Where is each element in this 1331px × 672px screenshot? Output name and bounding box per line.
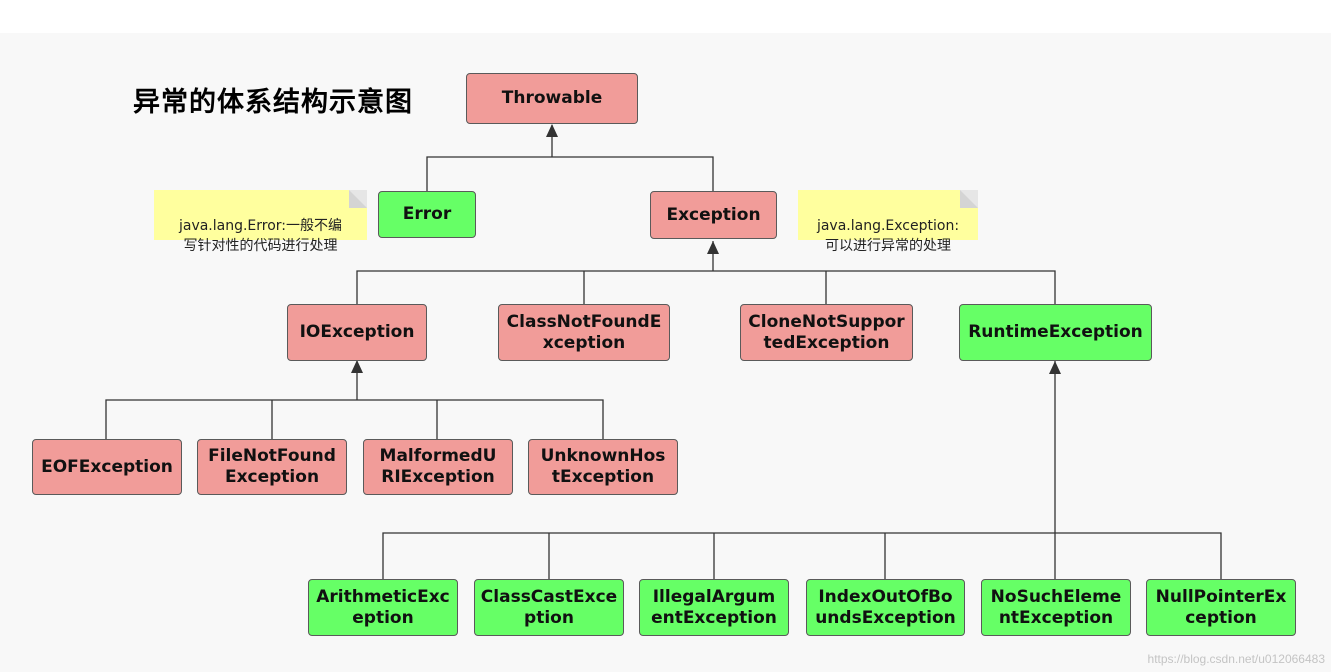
note-fold-corner: [960, 190, 978, 208]
arrowhead-ioexception: [351, 360, 363, 373]
watermark: https://blog.csdn.net/u012066483: [1147, 652, 1325, 666]
node-malformedurlexception: MalformedU RIException: [363, 439, 513, 495]
node-clonenotsupportedexception: CloneNotSuppor tedException: [740, 304, 913, 361]
node-runtimeexception: RuntimeException: [959, 304, 1152, 361]
node-nosuchelementexception: NoSuchEleme ntException: [981, 579, 1131, 636]
node-unknownhostexception: UnknownHos tException: [528, 439, 678, 495]
node-eofexception: EOFException: [32, 439, 182, 495]
connector-throwable: [426, 156, 714, 191]
connector-ioexception: [105, 399, 604, 439]
node-classcastexception: ClassCastExce ption: [474, 579, 624, 636]
node-nullpointerexception: NullPointerEx ception: [1146, 579, 1296, 636]
node-indexoutofboundsexception: IndexOutOfBo undsException: [806, 579, 965, 636]
node-arithmeticexception: ArithmeticExc eption: [308, 579, 458, 636]
node-throwable: Throwable: [466, 73, 638, 124]
arrowhead-runtime: [1049, 361, 1061, 374]
note-fold-corner: [349, 190, 367, 208]
node-error: Error: [378, 191, 476, 238]
error-note-text: java.lang.Error:一般不编 写针对性的代码进行处理: [178, 218, 343, 254]
diagram-title: 异常的体系结构示意图: [133, 87, 413, 118]
node-classnotfoundexception: ClassNotFoundE xception: [498, 304, 670, 361]
exception-note-text: java.lang.Exception: 可以进行异常的处理: [816, 218, 960, 254]
arrowhead-throwable: [546, 124, 558, 137]
connector-runtime: [382, 532, 1222, 579]
node-filenotfoundexception: FileNotFound Exception: [197, 439, 347, 495]
node-exception: Exception: [650, 191, 777, 239]
node-ioexception: IOException: [287, 304, 427, 361]
exception-note: java.lang.Exception: 可以进行异常的处理: [798, 190, 978, 254]
node-illegalargumentexception: IllegalArgum entException: [639, 579, 789, 636]
arrowhead-exception: [707, 241, 719, 254]
connector-exception: [356, 270, 1056, 304]
error-note: java.lang.Error:一般不编 写针对性的代码进行处理: [154, 190, 367, 254]
